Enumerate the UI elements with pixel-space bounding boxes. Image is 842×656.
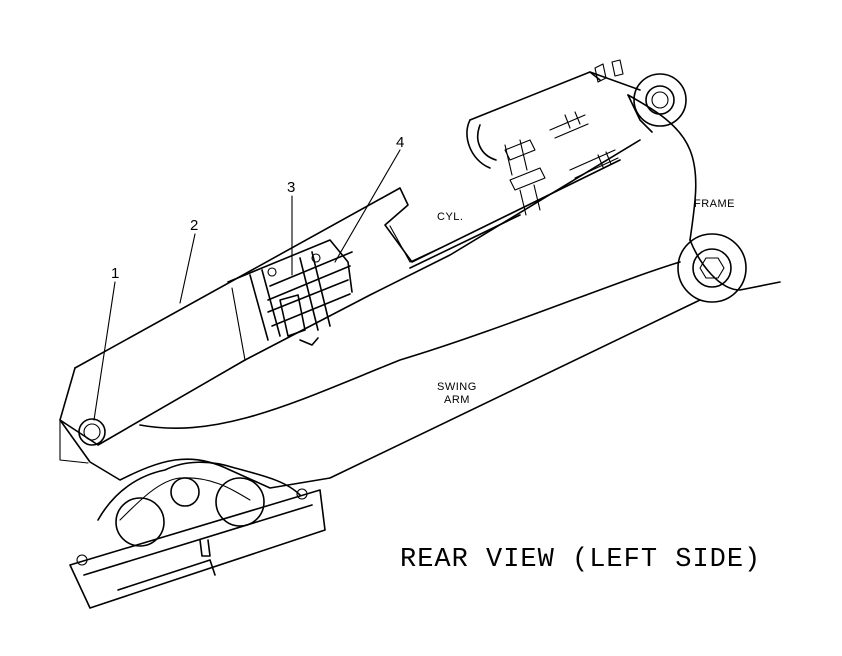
leader-line-4: [334, 149, 401, 263]
frame-outline: [627, 94, 781, 291]
upper-mount-eye: [633, 73, 687, 127]
callout-1: 1: [111, 265, 119, 282]
frame-pivot-eye: [677, 233, 747, 303]
view-title: REAR VIEW (LEFT SIDE): [400, 545, 761, 575]
clamp-assembly: [227, 239, 353, 361]
swing-arm-label-line2: ARM: [444, 394, 470, 406]
frame-label: FRAME: [694, 198, 735, 210]
swing-arm: [59, 261, 701, 489]
swing-arm-label-line1: SWING: [437, 381, 477, 393]
cylinder-end-pin: [78, 418, 106, 446]
lower-pivot-bracket: [69, 461, 326, 609]
callout-4: 4: [396, 134, 404, 151]
leader-lines: [93, 149, 401, 421]
hose-fittings: [504, 59, 624, 216]
cylinder-body: [59, 71, 641, 446]
leader-line-2: [179, 233, 196, 304]
cylinder-label: CYL.: [437, 211, 463, 223]
callout-2: 2: [190, 217, 198, 234]
callout-3: 3: [287, 179, 295, 196]
leader-line-1: [93, 281, 116, 421]
